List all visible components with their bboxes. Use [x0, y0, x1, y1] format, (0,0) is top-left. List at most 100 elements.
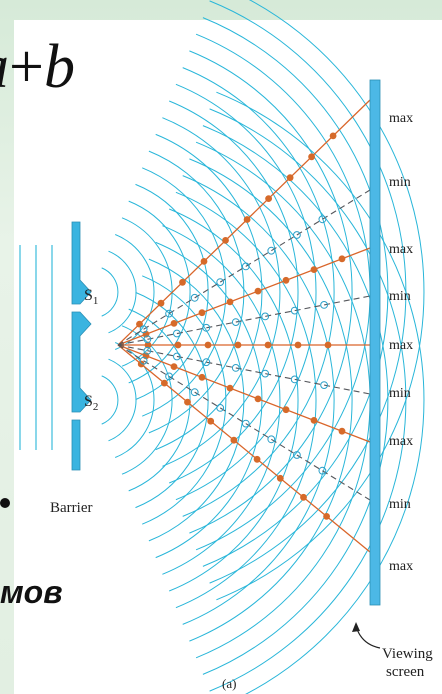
wavefront-arc	[216, 91, 425, 694]
max-marker	[184, 398, 191, 406]
viewing-screen-label-1: Viewing	[382, 646, 433, 662]
fringe-label-min: min	[389, 175, 411, 190]
max-marker	[265, 195, 272, 203]
max-marker	[338, 255, 346, 263]
max-marker	[300, 493, 307, 501]
min-marker	[173, 352, 181, 361]
min-marker	[143, 346, 152, 355]
min-marker	[143, 335, 152, 344]
wavefront-arc	[202, 17, 389, 567]
wavefront-arc	[142, 275, 227, 525]
min-marker	[267, 435, 276, 444]
min-marker	[139, 325, 148, 334]
max-marker	[136, 320, 143, 328]
barrier-top-segment	[71, 221, 92, 305]
barrier-middle-segment	[71, 311, 92, 413]
bullet-dot	[0, 498, 10, 508]
fringe-label-min: min	[389, 386, 411, 401]
wavefront-arc	[108, 358, 137, 442]
min-marker	[173, 329, 181, 338]
cut-off-word: мов	[0, 574, 63, 610]
viewing-screen-arrow	[355, 625, 381, 649]
min-marker	[261, 369, 270, 378]
max-marker	[137, 360, 145, 368]
max-marker	[282, 276, 290, 284]
min-ray	[117, 295, 371, 346]
fringe-label-max: max	[389, 242, 413, 257]
max-marker	[308, 153, 315, 161]
min-marker	[318, 466, 327, 475]
max-marker	[174, 341, 182, 349]
wavefront-arc	[135, 183, 209, 401]
min-marker	[241, 262, 250, 271]
max-ray	[117, 247, 371, 346]
max-marker	[282, 406, 290, 414]
min-marker	[241, 419, 250, 428]
slit1-label: S1	[84, 287, 98, 307]
wavefront-arc	[175, 191, 317, 609]
max-marker	[254, 287, 262, 295]
fringe-label-min: min	[389, 497, 411, 512]
max-marker	[198, 373, 206, 381]
max-marker	[329, 132, 337, 140]
wavefront-arc	[195, 33, 371, 551]
max-marker	[253, 455, 261, 463]
min-marker	[231, 318, 240, 327]
min-ray	[117, 344, 371, 395]
formula-b: b	[43, 33, 75, 101]
wavefront-arc	[175, 83, 317, 501]
interference-markers	[136, 132, 346, 520]
wavefront-arc	[115, 342, 155, 458]
viewing-screen	[369, 79, 381, 606]
fringe-label-max: max	[389, 111, 413, 126]
figure-caption: (a)	[222, 676, 236, 691]
max-marker	[324, 341, 332, 349]
wavefront-arc	[216, 0, 425, 601]
formula-plus: +	[9, 33, 44, 101]
min-marker	[216, 278, 225, 287]
min-marker	[320, 381, 329, 390]
wavefront-arc	[128, 200, 191, 384]
wavefront-arc	[189, 158, 353, 642]
max-marker	[222, 237, 229, 244]
wavefront-arc	[182, 175, 335, 625]
wavefront-arc	[148, 150, 245, 434]
min-marker	[139, 356, 148, 365]
max-marker	[170, 363, 178, 370]
max-marker	[310, 266, 318, 273]
min-marker	[290, 306, 299, 315]
min-marker	[190, 388, 199, 397]
formula-a: a	[0, 33, 9, 101]
min-marker	[216, 404, 225, 412]
barrier	[71, 221, 92, 471]
max-marker	[144, 341, 152, 349]
wavefront-arc	[101, 267, 119, 317]
max-marker	[204, 341, 212, 349]
wavefront-arc	[101, 375, 119, 425]
max-marker	[226, 384, 234, 392]
wavefront-arc	[169, 100, 299, 484]
wavefront-arc	[169, 208, 299, 592]
wavefront-arc	[128, 308, 191, 492]
min-marker	[293, 231, 301, 239]
min-marker	[290, 375, 299, 384]
wavefront-arc	[162, 117, 281, 467]
min-marker	[190, 293, 199, 302]
wavefront-arc	[202, 125, 389, 675]
wavefront-arc	[142, 167, 227, 417]
max-marker	[226, 298, 234, 306]
min-marker	[320, 301, 329, 309]
max-marker	[234, 341, 242, 349]
min-marker	[202, 323, 211, 332]
max-marker	[179, 278, 186, 286]
max-marker	[157, 299, 165, 307]
fringe-label-max: max	[389, 434, 413, 449]
min-marker	[318, 215, 327, 224]
wavefront-arc	[189, 50, 353, 534]
wavefront-arc	[148, 258, 245, 542]
max-marker	[170, 320, 178, 327]
max-marker	[286, 174, 294, 182]
incident-plane-waves	[19, 245, 53, 450]
